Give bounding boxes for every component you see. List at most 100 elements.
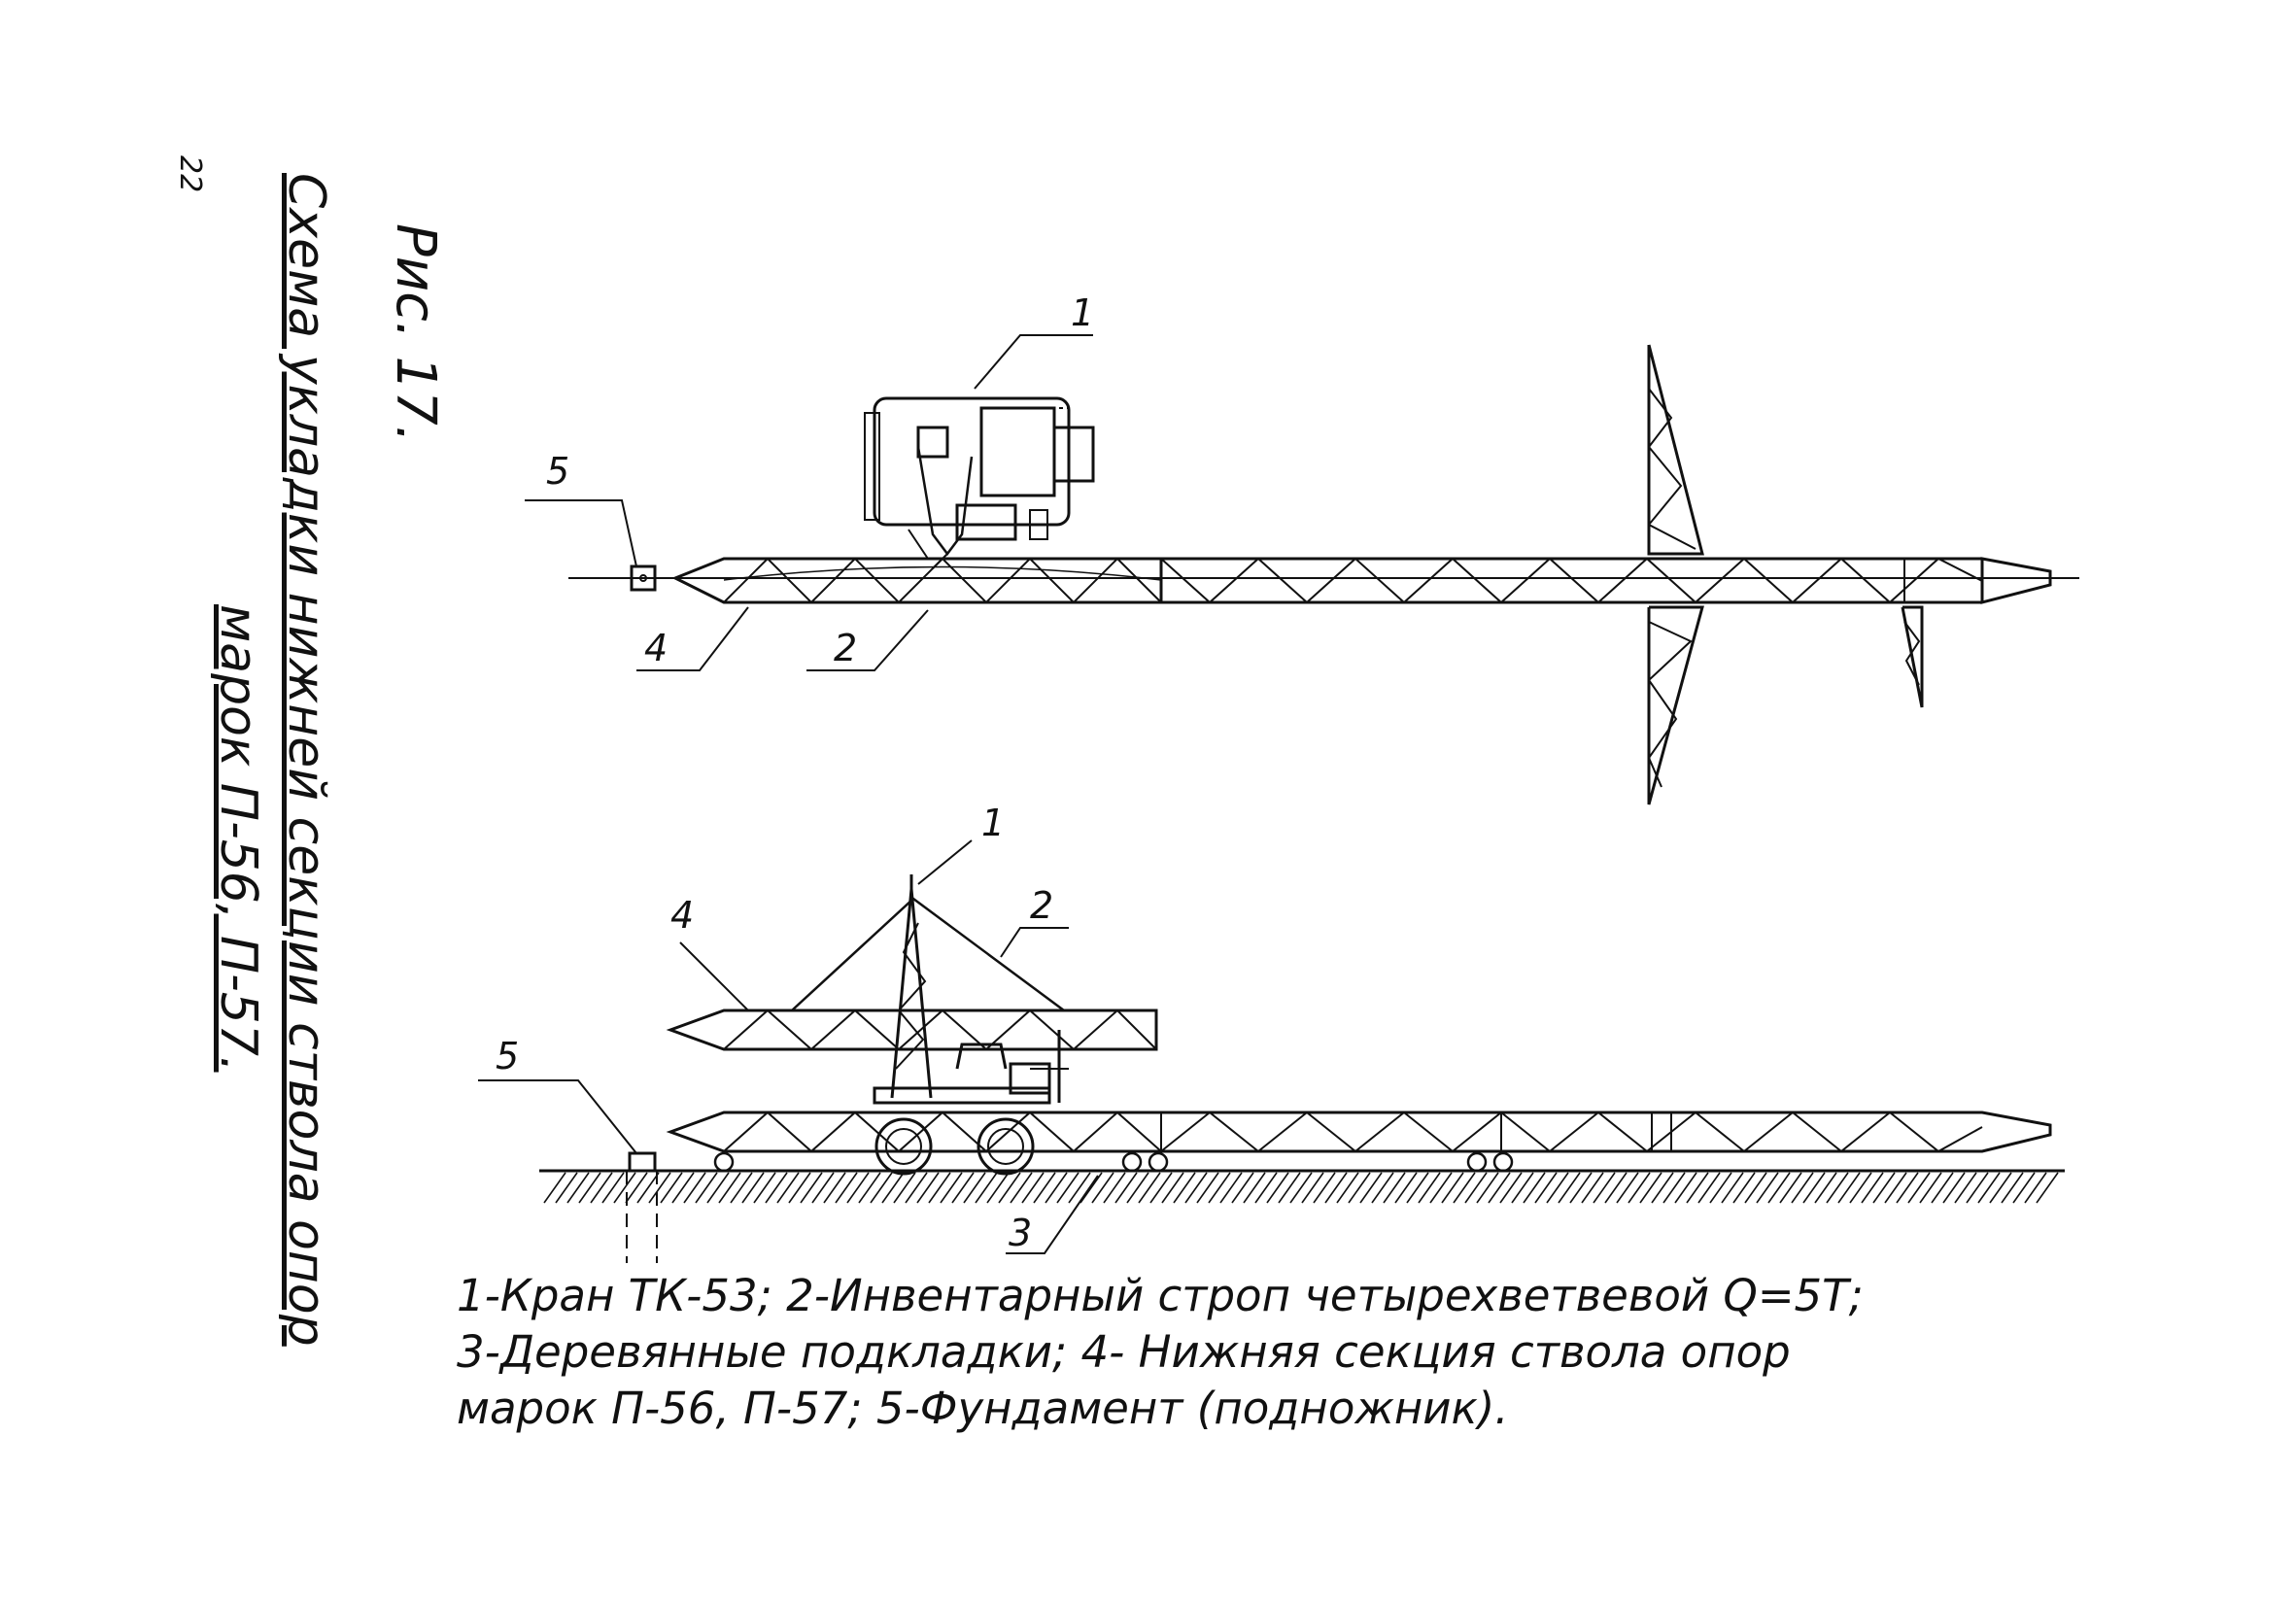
hatch-stroke: [741, 1172, 765, 1204]
hatch-stroke: [1954, 1172, 1977, 1204]
hatch-stroke: [1010, 1172, 1033, 1204]
crane-boom: [890, 874, 933, 1099]
hatch-stroke: [1499, 1172, 1523, 1204]
hatch-stroke: [893, 1172, 916, 1204]
legend-line-3: марок П-56, П-57; 5-Фундамент (подножник…: [457, 1383, 1509, 1434]
hatch-stroke: [1884, 1172, 1907, 1204]
plan-callout-1: 1: [1071, 291, 1094, 334]
hatch-stroke: [1861, 1172, 1884, 1204]
hatch-stroke: [1301, 1172, 1324, 1204]
hatch-stroke: [998, 1172, 1021, 1204]
hatch-stroke: [1418, 1172, 1441, 1204]
hatch-stroke: [1686, 1172, 1709, 1204]
hatch-stroke: [1313, 1172, 1336, 1204]
hatch-stroke: [963, 1172, 986, 1204]
hatch-stroke: [1114, 1172, 1138, 1204]
hatch-stroke: [1534, 1172, 1558, 1204]
hatch-stroke: [1674, 1172, 1697, 1204]
plan-callout-4: 4: [644, 627, 668, 669]
hatch-stroke: [1208, 1172, 1231, 1204]
hatch-stroke: [1604, 1172, 1628, 1204]
hatch-stroke: [788, 1172, 811, 1204]
hatch-stroke: [543, 1172, 566, 1204]
hatch-stroke: [1826, 1172, 1849, 1204]
hatch-stroke: [1966, 1172, 1989, 1204]
hatch-stroke: [1278, 1172, 1301, 1204]
hatch-stroke: [613, 1172, 636, 1204]
elevation-view: 5 4 1 2 3: [478, 802, 2065, 1263]
hatch-stroke: [1896, 1172, 1919, 1204]
hatch-stroke: [811, 1172, 835, 1204]
hatch-stroke: [1045, 1172, 1068, 1204]
plan-foundation-center: [639, 574, 647, 582]
hatch-stroke: [951, 1172, 975, 1204]
hatch-stroke: [1161, 1172, 1184, 1204]
hatch-stroke: [1138, 1172, 1161, 1204]
hatch-stroke: [566, 1172, 590, 1204]
plan-traverse: [1647, 344, 1704, 805]
hatch-stroke: [1558, 1172, 1581, 1204]
hatch-stroke: [1371, 1172, 1394, 1204]
hatch-stroke: [928, 1172, 951, 1204]
hatch-stroke: [1872, 1172, 1896, 1204]
elevation-callout-4: 4: [670, 894, 694, 937]
hatch-stroke: [1744, 1172, 1767, 1204]
hatch-stroke: [1662, 1172, 1686, 1204]
hatch-stroke: [1697, 1172, 1721, 1204]
hatch-stroke: [905, 1172, 928, 1204]
hatch-stroke: [636, 1172, 660, 1204]
plan-arm: [1901, 605, 1924, 708]
hatch-stroke: [1849, 1172, 1872, 1204]
hatch-stroke: [823, 1172, 846, 1204]
hatch-stroke: [1511, 1172, 1534, 1204]
hatch-stroke: [1569, 1172, 1593, 1204]
hatch-stroke: [1324, 1172, 1348, 1204]
ground-hatching: [543, 1172, 2059, 1204]
hatch-stroke: [1546, 1172, 1569, 1204]
hatch-stroke: [835, 1172, 858, 1204]
hatch-stroke: [1977, 1172, 2001, 1204]
hatch-stroke: [1464, 1172, 1488, 1204]
hatch-stroke: [881, 1172, 905, 1204]
hatch-stroke: [1837, 1172, 1861, 1204]
hatch-stroke: [1767, 1172, 1791, 1204]
hatch-stroke: [1616, 1172, 1639, 1204]
hatch-stroke: [846, 1172, 870, 1204]
hatch-stroke: [1779, 1172, 1802, 1204]
hatch-stroke: [1581, 1172, 1604, 1204]
hatch-stroke: [1814, 1172, 1837, 1204]
hatch-stroke: [1394, 1172, 1418, 1204]
hatch-stroke: [2036, 1172, 2059, 1204]
plan-foundation: [630, 564, 657, 592]
hatch-stroke: [1942, 1172, 1966, 1204]
hatch-stroke: [753, 1172, 776, 1204]
plan-callout-2: 2: [834, 627, 857, 669]
hatch-stroke: [1359, 1172, 1383, 1204]
hatch-stroke: [858, 1172, 881, 1204]
hatch-stroke: [695, 1172, 718, 1204]
hatch-stroke: [2024, 1172, 2047, 1204]
hatch-stroke: [765, 1172, 788, 1204]
hatch-stroke: [648, 1172, 671, 1204]
hatch-stroke: [2001, 1172, 2024, 1204]
hatch-stroke: [1254, 1172, 1278, 1204]
hatch-stroke: [671, 1172, 695, 1204]
hatch-stroke: [1021, 1172, 1045, 1204]
hatch-stroke: [1429, 1172, 1453, 1204]
hatch-stroke: [870, 1172, 893, 1204]
hatch-stroke: [1056, 1172, 1079, 1204]
plan-leaders: [525, 334, 1093, 671]
hatch-stroke: [660, 1172, 683, 1204]
hatch-stroke: [601, 1172, 625, 1204]
hatch-stroke: [1721, 1172, 1744, 1204]
hatch-stroke: [1149, 1172, 1173, 1204]
hatch-stroke: [718, 1172, 741, 1204]
hatch-stroke: [1103, 1172, 1126, 1204]
elevation-leaders: [478, 839, 1099, 1254]
hatch-stroke: [1348, 1172, 1371, 1204]
hatch-stroke: [1756, 1172, 1779, 1204]
hatch-stroke: [1068, 1172, 1091, 1204]
hatch-stroke: [706, 1172, 730, 1204]
hatch-stroke: [1243, 1172, 1266, 1204]
hatch-stroke: [578, 1172, 601, 1204]
